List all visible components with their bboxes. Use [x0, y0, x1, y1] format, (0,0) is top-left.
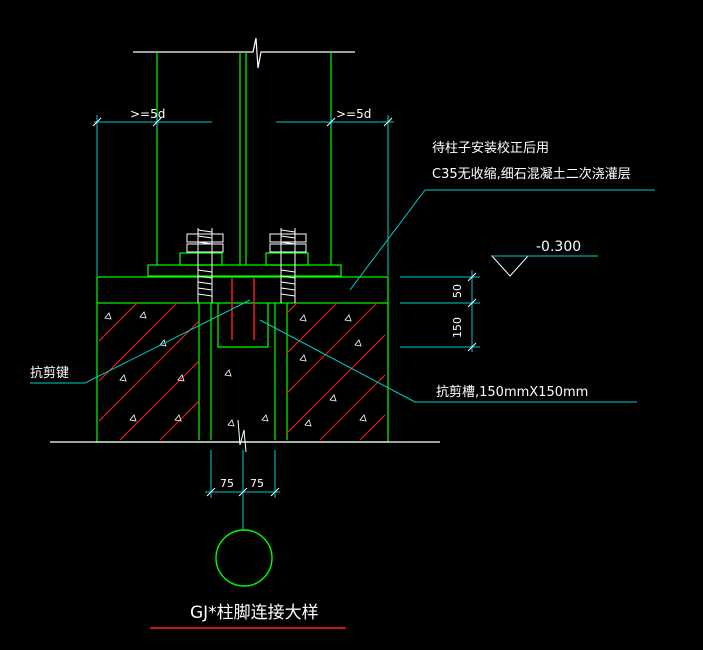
vertical-dimensions [400, 270, 480, 352]
dim-half-left: 75 [220, 477, 234, 490]
aggregate-marks [104, 311, 367, 427]
dim-half-right: 75 [250, 477, 264, 490]
leader-lines [30, 189, 655, 403]
bottom-dimension [205, 450, 280, 530]
dim-ticks [92, 117, 393, 127]
shear-key [231, 278, 255, 340]
steel-column [156, 52, 332, 265]
bottom-break [237, 419, 247, 453]
dim-slot-depth: 150 [451, 317, 464, 338]
elevation-marker [490, 255, 598, 277]
base-plate [147, 252, 342, 277]
label-shear-slot: 抗剪槽,150mmX150mm [436, 384, 588, 400]
bdim-ticks [206, 487, 280, 497]
dim-grout: 50 [451, 284, 464, 298]
note-line1: 待柱子安装校正后用 [432, 140, 549, 156]
elevation-label: -0.300 [536, 239, 581, 255]
detail-circle [215, 529, 273, 587]
label-shear-key: 抗剪键 [30, 365, 69, 381]
foundation [50, 303, 440, 443]
embed-dimensions [94, 115, 394, 276]
dim-right-embed: >=5d [336, 107, 371, 121]
vdim-ticks [467, 272, 477, 352]
top-break-line [133, 37, 355, 69]
dim-left-embed: >=5d [130, 107, 165, 121]
anchor-bolts [186, 228, 307, 303]
grout-layer [96, 276, 389, 304]
note-line2: C35无收缩,细石混凝土二次浇灌层 [432, 166, 631, 182]
drawing-title: GJ*柱脚连接大样 [190, 603, 319, 623]
